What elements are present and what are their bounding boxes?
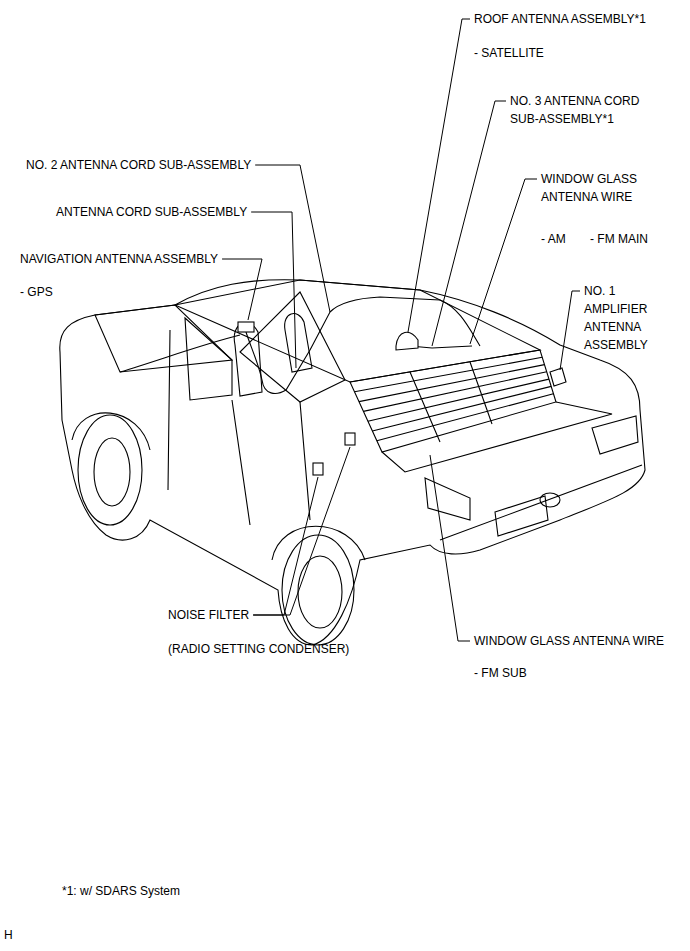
part-label: ROOF ANTENNA ASSEMBLY*1 <box>474 10 646 28</box>
part-label: (RADIO SETTING CONDENSER) <box>168 640 349 658</box>
roof <box>175 280 540 382</box>
leader-line <box>222 259 262 320</box>
part-label: NAVIGATION ANTENNA ASSEMBLY <box>20 250 218 268</box>
seat <box>234 323 262 396</box>
roof-antenna <box>396 332 418 350</box>
emblem <box>540 493 560 507</box>
part-label: - SATELLITE <box>474 44 544 62</box>
rear-hub <box>298 556 342 628</box>
noise-filter <box>345 433 355 445</box>
dashboard <box>120 335 240 372</box>
windshield <box>95 305 232 372</box>
seat <box>285 314 312 372</box>
tail-light <box>592 416 638 454</box>
tail-light <box>425 478 470 520</box>
wheel-arch <box>72 413 150 450</box>
part-label: WINDOW GLASS ANTENNA WIRE <box>474 632 664 650</box>
part-label: WINDOW GLASS ANTENNA WIRE <box>541 170 651 206</box>
side-window <box>185 318 232 400</box>
car-body <box>60 280 645 645</box>
trunk-lid <box>382 402 612 472</box>
wheel-arch <box>272 526 365 560</box>
leader-line <box>432 101 506 346</box>
part-label: NO. 3 ANTENNA CORD SUB-ASSEMBLY*1 <box>510 92 650 128</box>
leader-line <box>253 447 350 615</box>
part-label: - GPS <box>20 283 53 301</box>
amplifier <box>550 368 566 386</box>
leader-line <box>560 291 580 370</box>
front-wheel <box>78 415 142 525</box>
part-label: - AM <box>541 230 566 248</box>
leader-line <box>470 179 537 344</box>
plate-recess <box>495 496 548 536</box>
leader-line <box>253 477 318 615</box>
footnote: *1: w/ SDARS System <box>62 882 180 900</box>
leader-line <box>251 212 296 368</box>
rear-window <box>350 350 556 452</box>
front-hub <box>94 438 130 506</box>
rear-wheel <box>282 535 354 645</box>
defogger-lines <box>355 357 554 442</box>
part-label: NO. 2 ANTENNA CORD SUB-ASSEMBLY <box>26 156 251 174</box>
figure-code: H <box>4 926 13 944</box>
part-label: - FM MAIN <box>590 230 648 248</box>
leader-line <box>430 455 470 641</box>
part-label: NOISE FILTER <box>168 606 249 624</box>
bumper <box>440 465 642 540</box>
door-line <box>168 330 310 525</box>
antenna-cord <box>410 346 472 348</box>
antenna-cord <box>310 297 480 350</box>
noise-filter <box>313 463 323 475</box>
part-label: - FM SUB <box>474 664 527 682</box>
antenna-cord <box>246 332 310 393</box>
navigation-antenna <box>238 322 254 332</box>
leader-line <box>408 19 470 332</box>
part-label: ANTENNA CORD SUB-ASSEMBLY <box>56 203 247 221</box>
part-label: NO. 1 AMPLIFIER ANTENNA ASSEMBLY <box>584 282 664 354</box>
